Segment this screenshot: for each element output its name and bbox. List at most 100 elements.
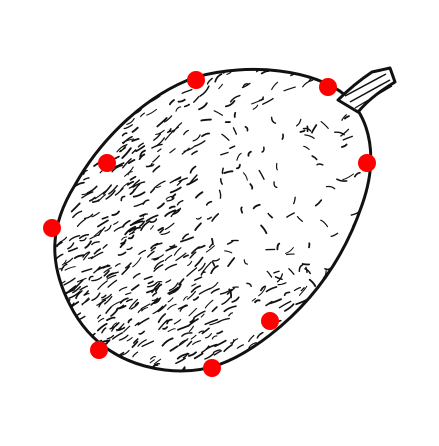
- texture-stroke: [97, 219, 109, 228]
- texture-stroke: [309, 344, 319, 352]
- texture-stroke: [166, 318, 173, 325]
- texture-stroke: [70, 202, 81, 213]
- texture-stroke: [143, 275, 153, 280]
- texture-stroke: [278, 300, 292, 309]
- texture-stroke: [121, 147, 132, 159]
- texture-stroke: [82, 251, 90, 258]
- texture-stroke: [282, 329, 293, 337]
- texture-stroke: [107, 100, 118, 106]
- texture-stroke: [97, 314, 102, 319]
- texture-stroke: [91, 211, 100, 218]
- texture-stroke: [304, 134, 315, 140]
- texture-stroke: [65, 318, 71, 324]
- texture-stroke: [104, 224, 112, 232]
- texture-stroke: [137, 142, 144, 148]
- texture-stroke: [56, 346, 64, 353]
- texture-stroke: [148, 94, 161, 103]
- texture-stroke: [309, 296, 318, 303]
- texture-stroke: [128, 226, 142, 233]
- texture-stroke: [120, 239, 127, 245]
- texture-stroke: [342, 135, 353, 141]
- texture-stroke: [83, 367, 96, 372]
- texture-stroke: [251, 297, 257, 302]
- texture-stroke: [95, 80, 102, 84]
- texture-stroke: [56, 105, 67, 112]
- texture-stroke: [372, 334, 379, 338]
- texture-stroke: [69, 301, 80, 309]
- texture-stroke: [64, 257, 74, 265]
- texture-stroke: [151, 282, 161, 294]
- texture-stroke: [274, 276, 283, 281]
- texture-stroke: [225, 62, 234, 68]
- texture-stroke: [205, 343, 218, 350]
- texture-stroke: [72, 210, 83, 219]
- texture-stroke: [179, 305, 187, 312]
- texture-stroke: [221, 167, 224, 175]
- texture-stroke: [204, 299, 214, 309]
- texture-stroke: [165, 195, 174, 200]
- texture-stroke: [321, 340, 333, 348]
- texture-stroke: [372, 219, 379, 228]
- texture-stroke: [61, 151, 68, 156]
- texture-stroke: [181, 88, 193, 94]
- texture-stroke: [311, 155, 318, 161]
- texture-stroke: [58, 100, 69, 107]
- texture-stroke: [73, 181, 85, 188]
- texture-stroke: [81, 268, 93, 273]
- texture-stroke: [155, 283, 163, 293]
- texture-stroke: [78, 334, 84, 339]
- texture-stroke: [65, 285, 77, 294]
- texture-stroke: [55, 287, 63, 295]
- texture-stroke: [122, 158, 132, 169]
- texture-stroke: [109, 300, 122, 308]
- texture-stroke: [84, 85, 99, 92]
- texture-stroke: [313, 308, 322, 315]
- texture-stroke: [206, 281, 219, 291]
- texture-stroke: [206, 216, 212, 220]
- texture-stroke: [106, 274, 117, 280]
- texture-stroke: [183, 296, 188, 301]
- texture-stroke: [152, 165, 161, 173]
- texture-stroke: [324, 267, 331, 271]
- texture-stroke: [131, 149, 137, 154]
- texture-stroke: [248, 342, 257, 349]
- texture-stroke: [104, 358, 110, 363]
- texture-stroke: [351, 262, 359, 268]
- texture-stroke: [175, 357, 186, 365]
- texture-stroke: [103, 270, 110, 277]
- texture-stroke: [194, 276, 203, 281]
- texture-stroke: [273, 181, 278, 189]
- texture-stroke: [168, 205, 176, 210]
- texture-stroke: [175, 366, 186, 372]
- texture-stroke: [55, 363, 62, 370]
- texture-stroke: [57, 154, 68, 164]
- texture-stroke: [291, 357, 297, 362]
- texture-stroke: [188, 174, 198, 185]
- texture-stroke: [123, 124, 133, 130]
- texture-stroke: [106, 316, 116, 322]
- texture-stroke: [161, 337, 174, 347]
- texture-stroke: [347, 333, 357, 339]
- texture-stroke: [120, 364, 132, 370]
- texture-stroke: [54, 198, 61, 206]
- texture-stroke: [152, 155, 160, 163]
- texture-stroke: [164, 222, 175, 231]
- texture-stroke: [73, 254, 85, 259]
- texture-stroke: [288, 268, 295, 275]
- texture-stroke: [70, 367, 77, 372]
- texture-stroke: [269, 365, 277, 372]
- texture-stroke: [54, 253, 64, 262]
- texture-stroke: [78, 82, 86, 88]
- texture-stroke: [322, 369, 332, 372]
- texture-stroke: [131, 137, 140, 142]
- texture-stroke: [60, 142, 66, 148]
- texture-stroke: [141, 307, 149, 312]
- texture-stroke: [334, 131, 345, 136]
- texture-stroke: [318, 338, 324, 345]
- texture-stroke: [128, 184, 137, 189]
- texture-stroke: [205, 245, 215, 253]
- texture-stroke: [97, 317, 105, 323]
- texture-stroke: [262, 97, 274, 105]
- texture-stroke: [164, 130, 174, 141]
- texture-stroke: [175, 106, 182, 112]
